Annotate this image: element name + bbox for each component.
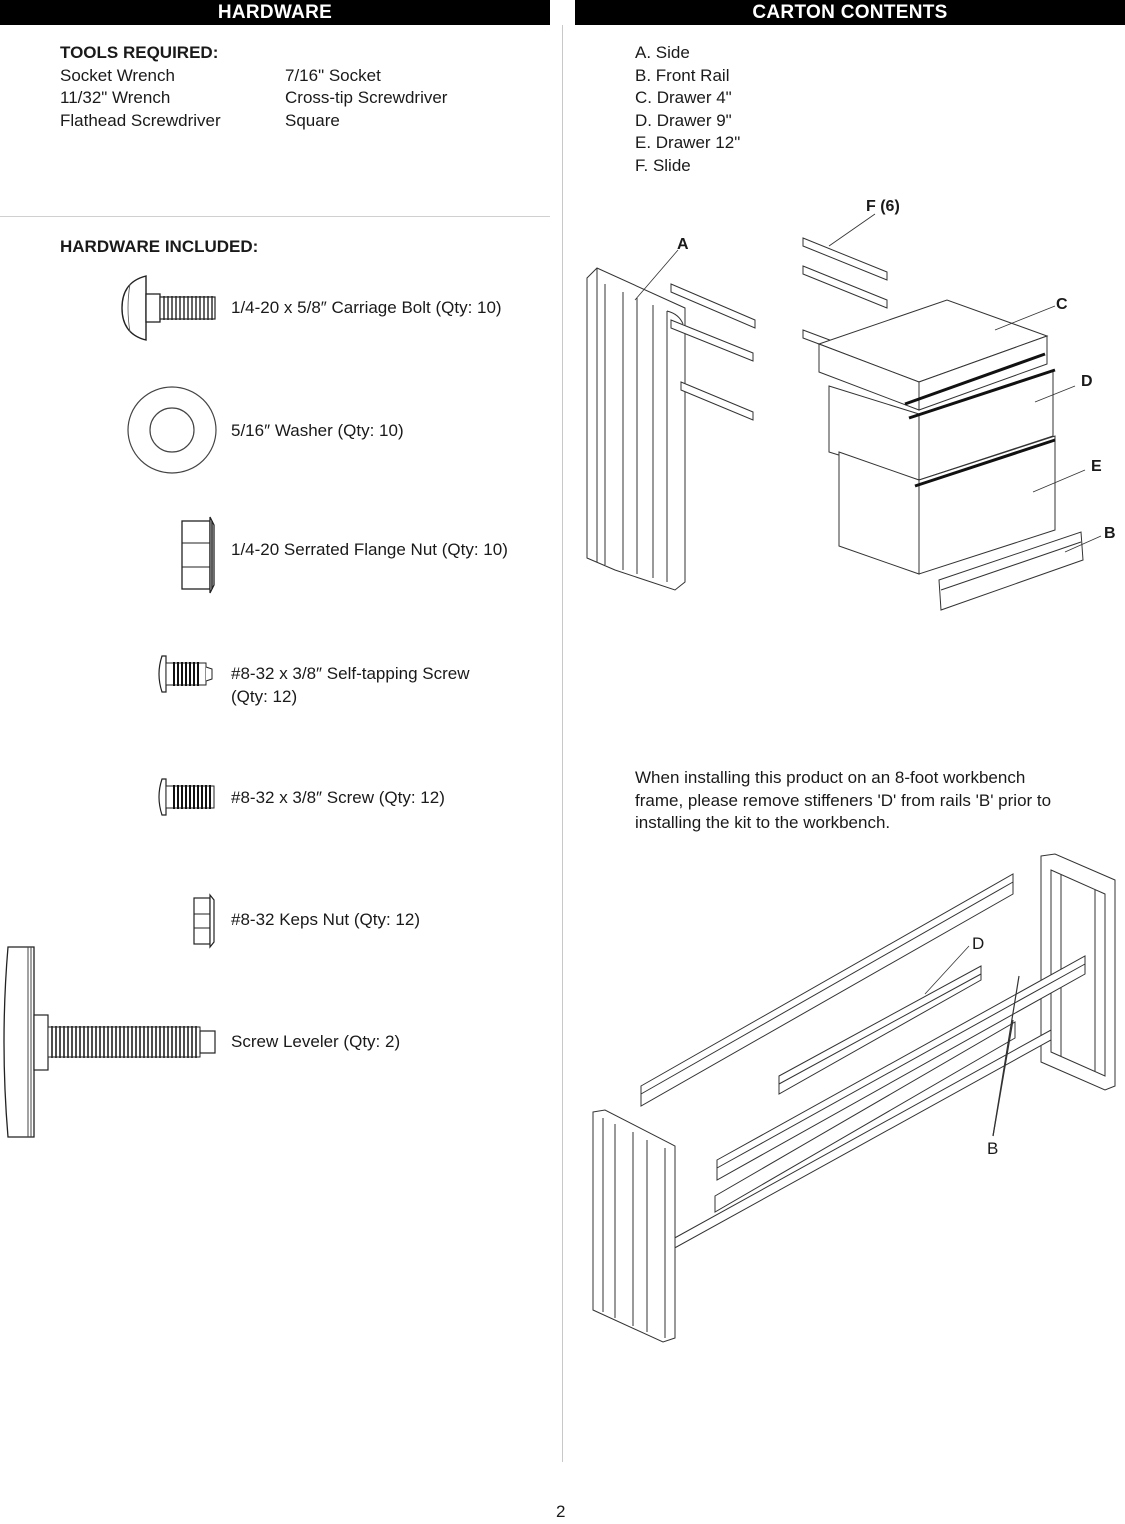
tools-required-title: TOOLS REQUIRED: — [60, 43, 219, 62]
callout-e: E — [1091, 458, 1102, 475]
tool-item: 11/32" Wrench — [60, 88, 171, 107]
hardware-item-label: Screw Leveler (Qty: 2) — [231, 1032, 401, 1051]
flange-nut-icon — [181, 516, 215, 594]
carton-item: A. Side — [635, 43, 690, 62]
hardware-included-title: HARDWARE INCLUDED: — [60, 237, 259, 256]
callout-c: C — [1056, 296, 1068, 313]
hardware-item-label: #8-32 Keps Nut (Qty: 12) — [231, 910, 420, 929]
hardware-header: HARDWARE — [0, 0, 550, 25]
screw-icon — [158, 778, 215, 816]
workbench-frame-diagram — [592, 853, 1116, 1343]
callout-f: F (6) — [866, 198, 900, 215]
carton-contents-header: CARTON CONTENTS — [575, 0, 1125, 25]
note-line: frame, please remove stiffeners 'D' from… — [635, 791, 1052, 810]
washer-icon — [127, 386, 217, 474]
callout-a: A — [677, 236, 689, 253]
hardware-item-label: #8-32 x 3/8″ Screw (Qty: 12) — [231, 788, 445, 807]
tool-item: Cross-tip Screwdriver — [285, 88, 448, 107]
callout-b: B — [1104, 525, 1116, 542]
page-number: 2 — [556, 1502, 566, 1521]
hardware-item-label-qty: (Qty: 12) — [231, 687, 298, 706]
carton-contents-diagram — [586, 213, 1102, 611]
self-tapping-screw-icon — [158, 655, 213, 693]
carriage-bolt-icon — [121, 275, 216, 341]
carton-item: B. Front Rail — [635, 66, 730, 85]
note-line: installing the kit to the workbench. — [635, 813, 891, 832]
hardware-item-label: #8-32 x 3/8″ Self-tapping Screw — [231, 664, 470, 683]
note-line: When installing this product on an 8-foo… — [635, 768, 1026, 787]
carton-item: F. Slide — [635, 156, 691, 175]
column-divider — [562, 25, 563, 1462]
side-panel-drawing — [586, 267, 686, 591]
carton-item: E. Drawer 12" — [635, 133, 741, 152]
carton-item: D. Drawer 9" — [635, 111, 732, 130]
section-divider — [0, 216, 550, 217]
keps-nut-icon — [193, 893, 215, 949]
tool-item: 7/16" Socket — [285, 66, 381, 85]
tool-item: Socket Wrench — [60, 66, 175, 85]
tool-item: Flathead Screwdriver — [60, 111, 221, 130]
tool-item: Square — [285, 111, 340, 130]
callout-d: D — [1081, 373, 1093, 390]
hardware-item-label: 1/4-20 Serrated Flange Nut (Qty: 10) — [231, 540, 508, 559]
hardware-item-label: 5/16″ Washer (Qty: 10) — [231, 421, 404, 440]
hardware-item-label: 1/4-20 x 5/8″ Carriage Bolt (Qty: 10) — [231, 298, 502, 317]
callout-d-stiffener: D — [972, 934, 985, 953]
carton-item: C. Drawer 4" — [635, 88, 732, 107]
screw-leveler-icon — [3, 946, 216, 1138]
callout-b-rail: B — [987, 1139, 999, 1158]
